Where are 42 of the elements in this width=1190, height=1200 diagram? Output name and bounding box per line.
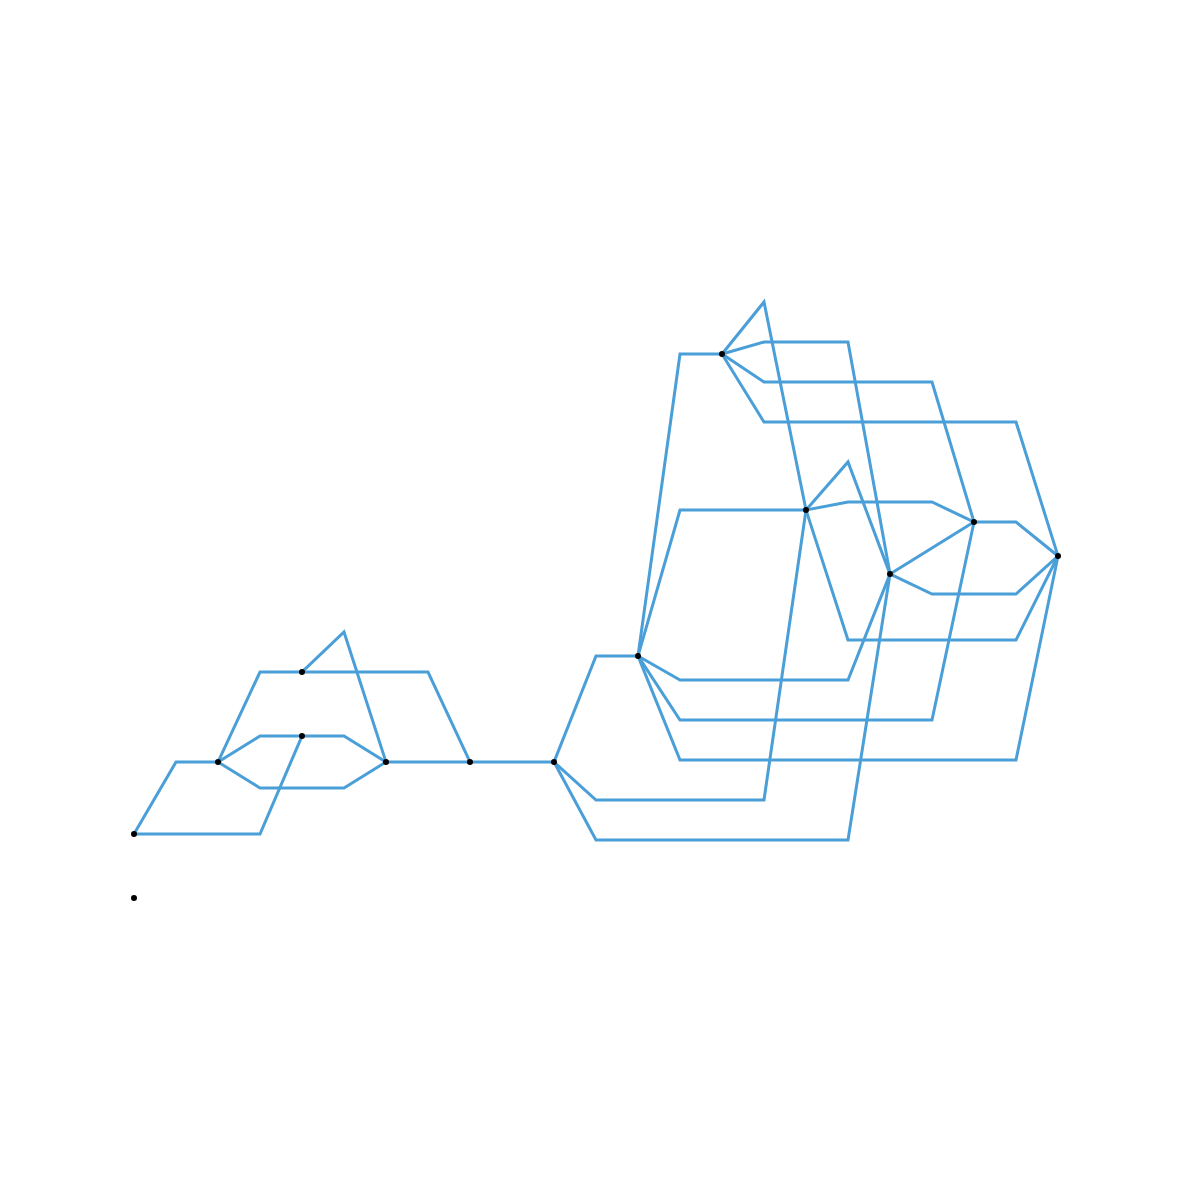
connector [217,733,299,762]
node-circle [1054,552,1060,558]
node-circle [634,652,640,658]
connector [135,736,302,835]
connector [806,499,972,522]
connector [301,628,386,760]
connector [636,556,1059,761]
node-circle [298,668,304,674]
connector [303,733,385,762]
node-circle [550,758,556,764]
connector [303,669,470,760]
connector [387,759,467,763]
node-circle [298,732,304,738]
connector [216,669,299,760]
connector [805,458,890,572]
connector [132,759,215,833]
connector [553,510,807,801]
connector [721,297,807,508]
connector [552,653,635,760]
connector [720,353,1058,554]
connector [638,574,890,681]
connector [635,351,719,654]
connector [890,555,1057,595]
connector [636,522,975,721]
connector [217,760,385,789]
connector [721,352,974,520]
node-circle [130,894,136,900]
connector [722,339,891,572]
connector [804,510,1058,641]
node-circle [718,350,724,356]
node-circle [886,570,892,576]
connector [636,507,803,654]
connector [471,759,551,763]
node-circle [382,758,388,764]
connector [889,520,973,574]
node-circle [802,506,808,512]
node-circle [466,758,472,764]
node-circle [970,518,976,524]
node-circle [214,758,220,764]
connector [975,519,1057,555]
node-circle [130,830,136,836]
connector [552,574,891,841]
